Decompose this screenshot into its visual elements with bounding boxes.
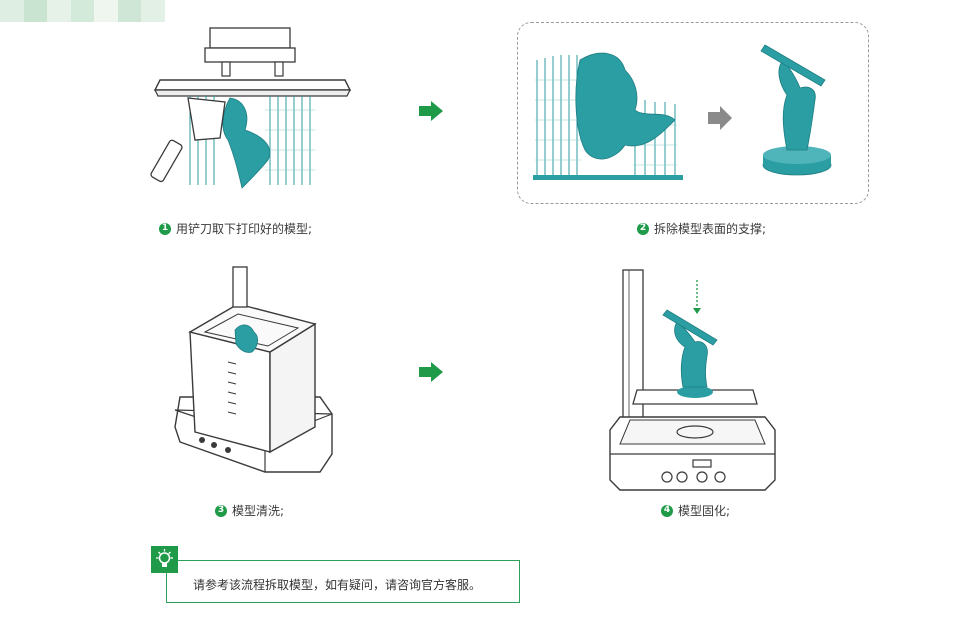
step1-text: 用铲刀取下打印好的模型;	[176, 222, 313, 236]
step2-illustration	[533, 44, 832, 180]
step4-caption: 4 模型固化;	[661, 502, 730, 519]
step1-caption: 1 用铲刀取下打印好的模型;	[159, 220, 312, 237]
lightbulb-icon	[151, 546, 178, 573]
tip-text: 请参考该流程拆取模型，如有疑问，请咨询官方客服。	[193, 578, 482, 592]
right-arrow-icon	[419, 101, 443, 121]
step1-illustration	[150, 27, 352, 189]
step-number-badge: 2	[637, 222, 649, 235]
step-number-badge: 1	[159, 222, 171, 235]
step3-caption: 3 模型清洗;	[215, 502, 284, 519]
step2-caption: 2 拆除模型表面的支撑;	[637, 220, 766, 237]
step3-text: 模型清洗;	[232, 504, 285, 518]
step2-text: 拆除模型表面的支撑;	[654, 222, 767, 236]
tip-box	[166, 560, 520, 603]
step2-frame	[517, 22, 869, 204]
right-arrow-icon	[419, 362, 443, 382]
blurred-logo-mosaic	[0, 0, 166, 22]
step-number-badge: 3	[215, 504, 227, 517]
step-number-badge: 4	[661, 504, 673, 517]
step4-illustration	[609, 269, 776, 491]
step4-text: 模型固化;	[678, 504, 731, 518]
gray-arrow-shape	[708, 106, 732, 130]
step3-illustration	[174, 266, 333, 473]
